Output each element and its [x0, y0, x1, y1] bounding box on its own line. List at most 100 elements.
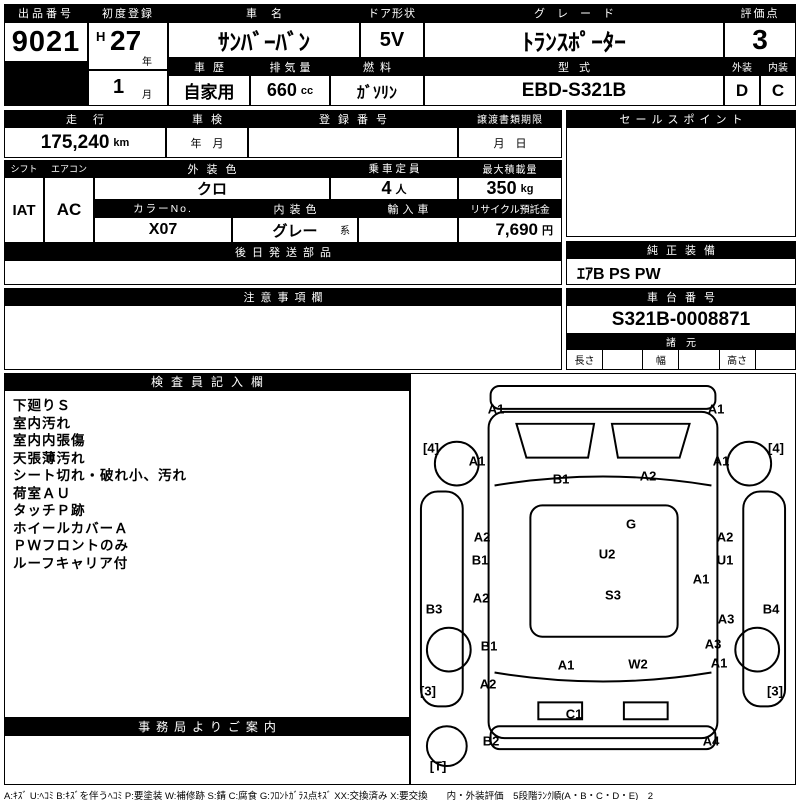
exterior-rating-header: 外装	[724, 58, 760, 75]
shaken-value: 年 月	[166, 127, 248, 158]
dimensions-row: 長さ 幅 高さ	[566, 349, 796, 370]
damage-marker: G	[625, 516, 637, 532]
length-value	[603, 350, 642, 369]
transfer-deadline-header: 譲渡書類期限	[458, 110, 562, 127]
grade-header: グレード	[424, 4, 724, 22]
first-registration-month-cell: 1 月	[88, 70, 168, 106]
interior-color-header: 内装色	[232, 200, 358, 217]
damage-marker: B2	[482, 733, 500, 749]
later-parts-area	[4, 260, 562, 285]
registration-year: 27	[110, 25, 142, 56]
cowl-line	[494, 475, 712, 487]
inspector-note-item: 荷室ＡＵ	[13, 485, 71, 501]
interior-color-name: グレー	[272, 222, 318, 240]
damage-marker: A1	[707, 401, 725, 417]
damage-marker: [4]	[423, 440, 439, 456]
damage-marker: A1	[710, 655, 728, 671]
wheel-front-left	[433, 440, 480, 487]
car-history-value: 自家用	[168, 75, 250, 106]
shift-value: IAT	[4, 177, 44, 243]
interior-rating-value: C	[760, 75, 796, 106]
damage-marker: B1	[471, 552, 489, 568]
inspector-note-item: シート切れ・破れ小、汚れ	[13, 468, 187, 483]
damage-marker: B4	[762, 601, 780, 617]
sales-point-header: セールスポイント	[566, 110, 796, 127]
damage-marker: [3]	[767, 683, 783, 699]
fuel-value: ｶﾞｿﾘﾝ	[330, 75, 424, 106]
color-no-header: カラーNo.	[94, 200, 232, 217]
damage-marker: A3	[704, 636, 722, 652]
color-no-value: X07	[94, 217, 232, 243]
damage-marker: [T]	[429, 758, 447, 774]
year-unit-label: 年	[142, 57, 152, 68]
wheel-rear-right	[734, 626, 781, 673]
dimension-width-cell: 幅	[643, 350, 720, 369]
damage-marker: C1	[565, 706, 583, 722]
damage-marker: U1	[716, 552, 734, 568]
registration-month: 1	[113, 76, 125, 98]
dimensions-header: 諸元	[566, 334, 796, 349]
inspector-note-item: ルーフキャリア付	[13, 555, 129, 571]
lot-number-value: 9021	[4, 22, 88, 62]
displacement-number: 660	[266, 80, 297, 100]
damage-marker: A2	[472, 590, 490, 606]
damage-marker: A4	[702, 733, 720, 749]
recycle-deposit-value: 7,690 円	[458, 217, 562, 243]
height-value	[756, 350, 795, 369]
damage-marker: B1	[552, 471, 570, 487]
wheel-front-right	[726, 440, 773, 487]
right-side-panel-shape	[742, 490, 787, 708]
spare-tire	[425, 725, 468, 768]
registration-number-value	[248, 127, 458, 158]
dimension-length-cell: 長さ	[567, 350, 644, 369]
model-code-value: EBD-S321B	[424, 75, 724, 106]
first-registration-header: 初度登録	[88, 4, 168, 22]
capacity-unit: 人	[395, 183, 407, 196]
capacity-value: 4 人	[330, 177, 458, 200]
damage-marker: A1	[712, 453, 730, 469]
car-name-header: 車名	[168, 4, 360, 22]
chassis-number-header: 車台番号	[566, 288, 796, 305]
registration-number-header: 登録番号	[248, 110, 458, 127]
width-label: 幅	[643, 350, 680, 369]
damage-marker: B1	[480, 638, 498, 654]
car-history-header: 車歴	[168, 58, 250, 75]
damage-marker: A2	[639, 468, 657, 484]
exterior-color-header: 外装色	[94, 160, 330, 177]
damage-marker: A2	[479, 676, 497, 692]
shift-header: シフト	[4, 160, 44, 177]
car-name-value: ｻﾝﾊﾞｰﾊﾞﾝ	[168, 22, 360, 58]
mileage-unit: km	[113, 136, 130, 149]
import-car-header: 輸入車	[358, 200, 458, 217]
recycle-deposit-unit: 円	[542, 225, 553, 237]
max-load-header: 最大積載量	[458, 160, 562, 177]
recycle-deposit-header: リサイクル預託金	[458, 200, 562, 217]
van-outline-diagram	[419, 385, 787, 768]
mileage-number: 175,240	[40, 131, 110, 153]
damage-marker: A2	[473, 529, 491, 545]
left-side-panel-shape	[419, 490, 464, 708]
door-shape-value: 5V	[360, 22, 424, 58]
lot-number-header: 出品番号	[4, 4, 88, 22]
displacement-value: 660 cc	[250, 75, 330, 106]
tail-light-left-shape	[537, 701, 584, 721]
exterior-color-value: クロ	[94, 177, 330, 200]
front-bumper-shape	[489, 385, 717, 410]
equipment-header: 純正装備	[566, 241, 796, 258]
later-parts-header: 後日発送部品	[4, 243, 562, 260]
exterior-rating-value: D	[724, 75, 760, 106]
equipment-value: ｴｱB PS PW	[566, 258, 796, 285]
caution-header: 注意事項欄	[4, 288, 562, 305]
inspector-note-item: タッチＰ跡	[13, 503, 86, 518]
damage-marker: A3	[717, 611, 735, 627]
dimension-height-cell: 高さ	[720, 350, 795, 369]
inspector-note-item: ＰＷフロントのみ	[13, 538, 129, 553]
inspector-note-item: ホイールカバーＡ	[13, 520, 129, 536]
damage-marker: U2	[598, 546, 616, 562]
damage-marker: W2	[628, 656, 648, 672]
width-value	[679, 350, 718, 369]
capacity-number: 4	[381, 178, 392, 198]
score-header: 評価点	[724, 4, 796, 22]
